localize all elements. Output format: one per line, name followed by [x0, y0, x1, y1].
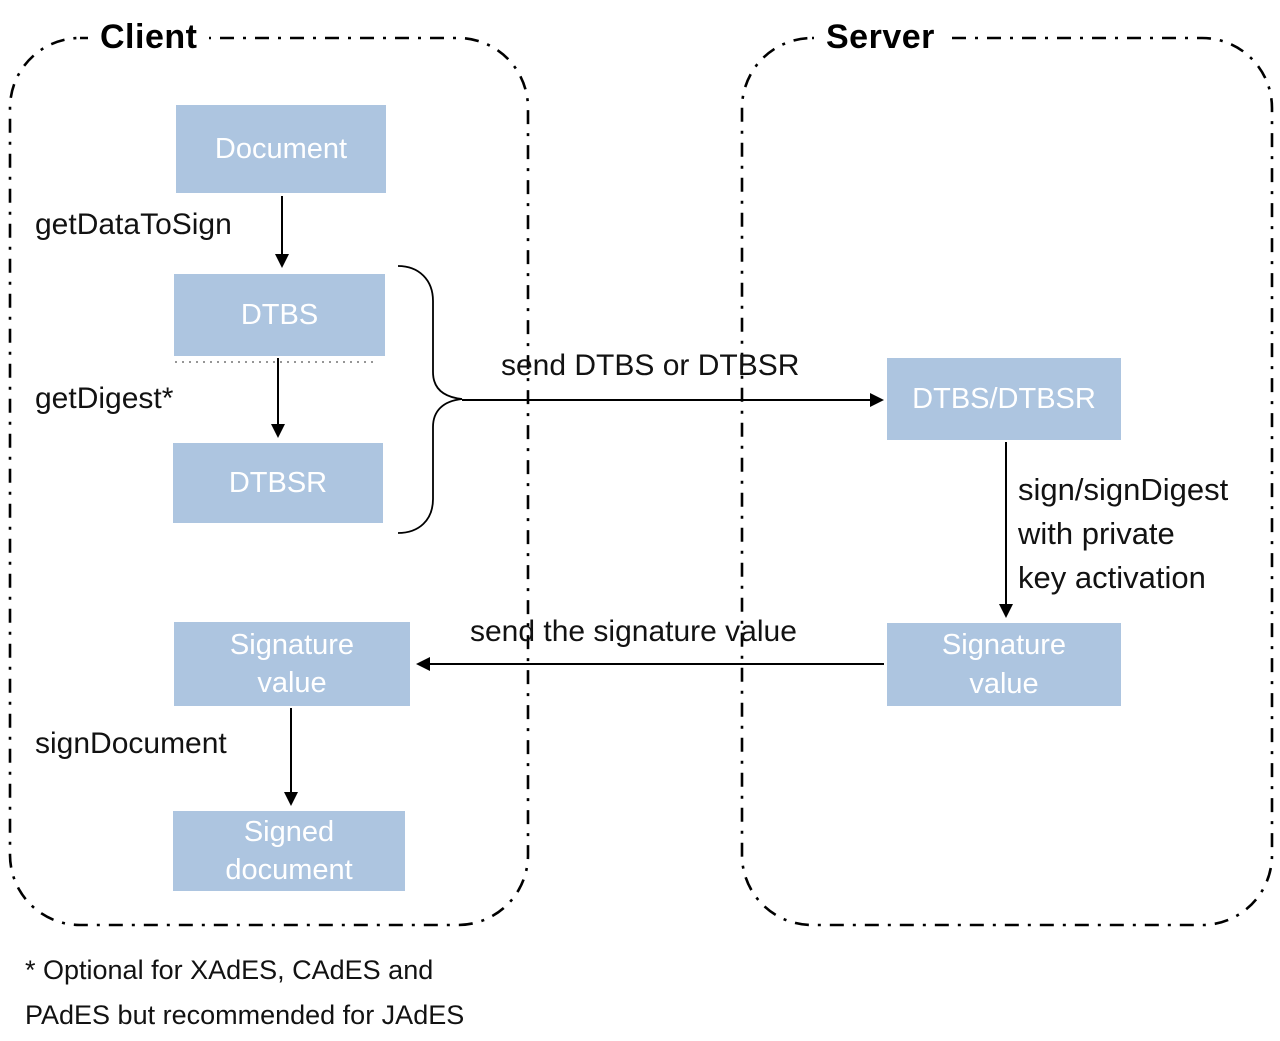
- signature-value-server-box: Signature value: [887, 623, 1121, 706]
- document-box: Document: [176, 105, 386, 193]
- client-region-border: [8, 36, 530, 927]
- footnote: * Optional for XAdES, CAdES and PAdES bu…: [25, 955, 465, 1030]
- dtbsr-box: DTBSR: [173, 443, 383, 523]
- brace-dtbs-group: [397, 265, 463, 534]
- signature-value-client-box: Signature value: [174, 622, 410, 706]
- dtbs-box: DTBS: [174, 274, 385, 356]
- label-sign-with-key: sign/signDigest with private key activat…: [1018, 472, 1229, 595]
- server-region-title: Server: [814, 17, 947, 57]
- client-region-title: Client: [88, 17, 210, 57]
- label-send-dtbs: send DTBS or DTBSR: [501, 349, 800, 382]
- label-sign-document: signDocument: [35, 727, 227, 760]
- label-send-signature-value: send the signature value: [470, 615, 797, 648]
- dtbs-dtbsr-box: DTBS/DTBSR: [887, 358, 1121, 440]
- label-get-data-to-sign: getDataToSign: [35, 208, 232, 241]
- signed-document-box: Signed document: [173, 811, 405, 891]
- server-region-border: [740, 36, 1274, 927]
- label-get-digest: getDigest*: [35, 382, 174, 415]
